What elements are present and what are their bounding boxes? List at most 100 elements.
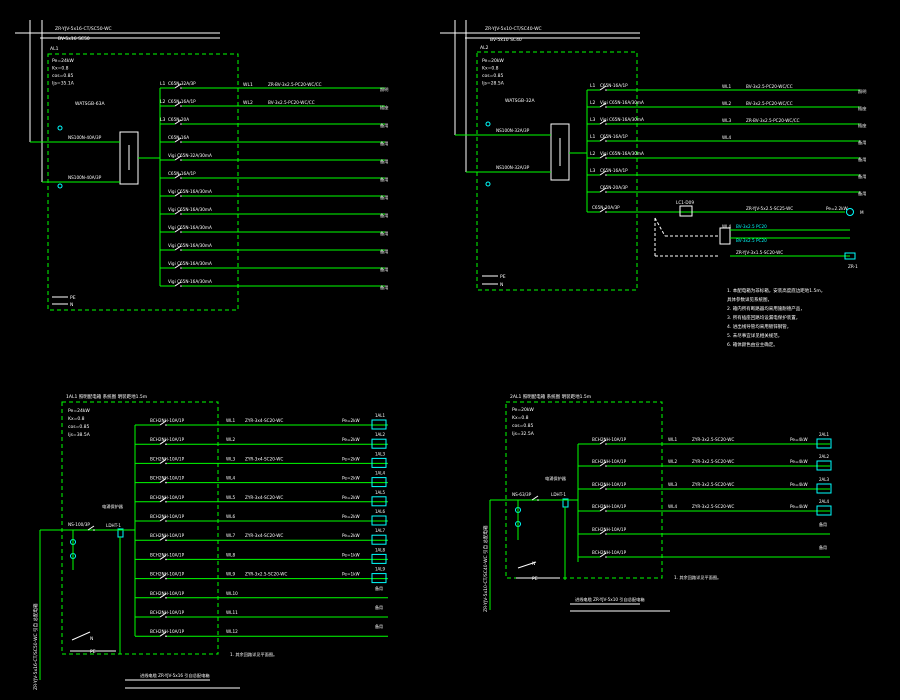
n-label: N [532, 561, 535, 567]
load-box [816, 460, 832, 471]
param-text: cos=0.85 [512, 423, 533, 429]
phase-label: L3 [590, 168, 596, 174]
motor-icon [846, 208, 854, 216]
branch-breaker-icon [599, 170, 607, 176]
ct-icon [57, 125, 63, 131]
load-text: Pe=2kW [342, 533, 360, 538]
branch-breaker-icon [159, 439, 167, 445]
circuit-id: WL2 [722, 101, 731, 106]
breaker-label: C65N-32A/3P [168, 81, 196, 86]
circuit-destination: 备用 [858, 139, 866, 146]
breaker-label: C65N-16A/1P [168, 99, 196, 104]
branch-breaker-icon [174, 281, 182, 287]
circuit-id: WL3 [722, 118, 731, 123]
param-text: cos=0.85 [68, 424, 89, 430]
branch-breaker-icon [159, 593, 167, 599]
param-text: Ijs=28.5A [482, 81, 505, 87]
panel-4-system-diagram: 2AL1 照明配电箱 系统图 明装距地1.5mPe=20kWKx=0.8cos=… [482, 393, 832, 612]
branch-breaker-icon [159, 574, 167, 580]
branch-breaker-icon [174, 119, 182, 125]
switch-contact [165, 577, 167, 580]
circuit-destination: 备用 [380, 212, 388, 219]
branch-breaker-icon [174, 209, 182, 215]
switch-contact [605, 123, 607, 125]
circuit-id: WL9 [226, 572, 235, 577]
breaker-label: C65N-20A/3P [600, 185, 628, 190]
panel-3-system-diagram: 1AL1 照明配电箱 系统图 明装距地1.5mPe=24kWKx=0.8cos=… [32, 393, 388, 690]
breaker-label: NS100N-40A/3P [68, 175, 102, 180]
branch-breaker-icon [159, 458, 167, 464]
circuit-id: WL11 [226, 610, 238, 615]
circuit-id: WL5 [226, 495, 235, 500]
breaker-label: BCH2NH-10A/1P [150, 456, 185, 461]
wire-text: BV-3x2.5 PC20 [736, 224, 767, 229]
load-box [371, 457, 387, 468]
circuit-destination: 插座 [858, 105, 866, 112]
switch-contact [165, 616, 167, 618]
breaker-label: C65N-16A [168, 135, 189, 140]
switch-contact [165, 462, 167, 465]
branch-breaker-icon [159, 420, 167, 426]
branch-breaker-icon [174, 155, 182, 161]
phase-label: L2 [160, 99, 166, 105]
switch-contact [165, 539, 167, 541]
load-text: Pe=2kW [342, 437, 360, 442]
circuit-destination: 备用 [858, 156, 866, 163]
switch-contact [165, 635, 167, 637]
switch-contact [180, 87, 182, 89]
branch-breaker-icon [159, 554, 167, 560]
bottom-note: 进线电缆 ZR-YJV-5x16 引自总配电箱 [140, 672, 210, 679]
circuit-destination: 备用 [858, 173, 866, 180]
pe-ground [71, 631, 91, 641]
param-text: Ijs=38.5A [68, 432, 91, 438]
circuit-destination: 2AL1 [819, 432, 830, 437]
switch-contact [605, 157, 607, 159]
wire-text: ZYR-3x2.5-SC20-WC [692, 459, 734, 464]
breaker-label: BCH2NH-10A/1P [150, 533, 185, 538]
branch-breaker-icon [599, 187, 607, 193]
switch-contact [180, 123, 182, 125]
wire-text: ZYR-3x2.5-SC20-WC [245, 572, 287, 577]
branch-breaker-icon [159, 478, 167, 484]
breaker-label: NS100N-32A/3P [496, 165, 530, 170]
circuit-destination: 备用 [380, 176, 388, 183]
load-box [371, 534, 387, 545]
breaker-label: Vigi C65N-16A/30mA [168, 261, 212, 266]
n-label: N [500, 282, 503, 288]
circuit-destination: 备用 [375, 604, 383, 610]
breaker-label: Vigi C65N-16A/30mA [600, 100, 644, 105]
wire-text: ZYR-3x2.5-SC20-WC [692, 482, 734, 487]
branch-breaker-icon [159, 497, 167, 503]
circuit-destination: 备用 [858, 190, 866, 197]
switch-contact [605, 211, 607, 213]
branch-breaker-icon [159, 631, 167, 637]
switch-contact [605, 191, 607, 193]
wire-text: BV-3x2.5 PC20 [736, 238, 767, 243]
terminal-box [844, 252, 856, 260]
pe-ground [517, 561, 537, 569]
circuit-destination: 插座 [380, 104, 388, 111]
load-box [371, 477, 387, 488]
switch-contact [180, 285, 182, 287]
circuit-id: WL1 [226, 418, 235, 423]
breaker-label: BCH2NH-10A/1P [592, 482, 627, 487]
enclosure-dashed [476, 51, 638, 291]
circuit-id: WL7 [226, 533, 235, 538]
branch-breaker-icon [599, 102, 607, 108]
breaker-label: BCH2NH-10A/1P [150, 418, 185, 423]
phase-label: L2 [590, 151, 596, 157]
motor-symbol: M [860, 210, 864, 215]
note-line: 6. 箱体颜色由业主确定。 [727, 341, 778, 348]
circuit-destination: 备用 [819, 544, 827, 550]
phase-label: L2 [590, 100, 596, 106]
ct-icon [485, 181, 491, 187]
n-label: N [70, 302, 73, 308]
switch-contact [180, 141, 182, 143]
control-dashed [654, 217, 666, 237]
switch-contact [605, 533, 607, 535]
load-box [816, 505, 832, 516]
breaker-label: Vigi C65N-32A/30mA [168, 153, 212, 158]
switch-contact [605, 89, 607, 91]
circuit-destination: 1AL3 [375, 451, 386, 456]
